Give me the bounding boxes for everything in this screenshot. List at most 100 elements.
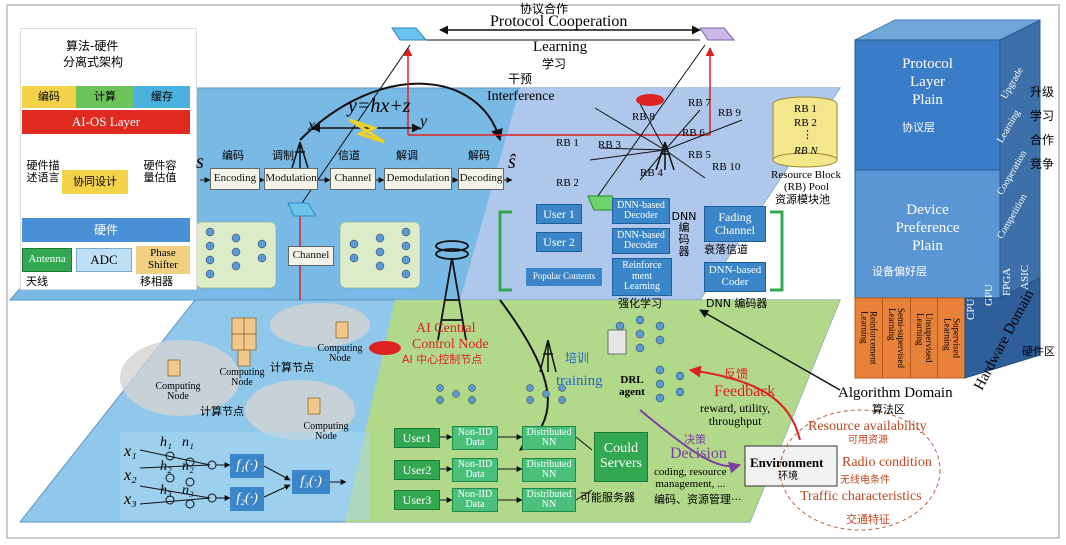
chain-cn-channel: 信道	[338, 149, 360, 162]
aios-layer: AI-OS Layer	[22, 110, 190, 134]
encoding-box: Encoding	[210, 168, 260, 190]
cloud-servers-cn: 可能服务器	[580, 491, 635, 504]
fl-links	[440, 434, 593, 503]
nn-channel-box: Channel	[288, 246, 334, 266]
pool-body	[773, 104, 837, 160]
protocol-layer-face	[854, 39, 1001, 171]
side-cn-cooperation: 合作	[1030, 133, 1055, 147]
phase-shifter-box: Phase Shifter	[136, 246, 190, 274]
dnn-user2: User 2	[536, 232, 582, 252]
algorithm-strips: Reinforcement Learning Semi-supervised L…	[855, 298, 965, 378]
math-graph	[139, 449, 347, 509]
rb-4: RB 4	[640, 167, 663, 179]
dnn-encoder-cn: DNN 编 码 器	[671, 209, 697, 258]
plane-icon-right	[699, 27, 736, 41]
decision-cn-detail: 编码、资源管理···	[654, 493, 742, 506]
computing-node-cn-2: 计算节点	[200, 405, 244, 418]
central-tower-icon	[435, 240, 469, 341]
bracket-left	[498, 210, 512, 292]
tower-icon-left	[291, 141, 309, 169]
hardware-domain-cn: 硬件区	[1022, 345, 1055, 358]
symbol-s-hat: ŝ	[508, 151, 516, 173]
interference-cn: 干预	[508, 72, 533, 86]
pool-label-cn: 资源模块池	[775, 193, 830, 206]
side-cn-upgrade: 升级	[1030, 85, 1055, 99]
fl-user3: User3	[394, 490, 440, 510]
rl-cn: 强化学习	[618, 297, 662, 310]
computing-node-2: Computing Node	[219, 366, 265, 388]
drl-agent: DRL agent	[619, 374, 645, 398]
protocol-title-en: Protocol Cooperation	[490, 13, 628, 30]
fl-noniid-2: Non-IID Data	[452, 458, 498, 482]
radio-condition-cn: 无线电条件	[840, 475, 890, 486]
pool-rb-dots: ⋮	[802, 129, 813, 141]
fl-dnn-1: Distributed NN	[522, 426, 576, 450]
rb-links	[589, 99, 743, 181]
resource-availability-cn: 可用资源	[848, 435, 888, 446]
device-layer-face	[854, 169, 1001, 299]
algo-sup: Supervised Learning	[942, 318, 962, 358]
side-cn-competition: 竞争	[1030, 157, 1055, 171]
curve-arrow-1	[299, 82, 503, 142]
chain-cn-mod: 调制	[272, 149, 294, 162]
antenna-box: Antenna	[22, 248, 72, 272]
algo-link	[699, 309, 841, 391]
fl-dnn-2: Distributed NN	[522, 458, 576, 482]
algo-semi: Semi-supervised Learning	[887, 308, 907, 368]
rb-3: RB 3	[598, 139, 621, 151]
central-node-en-1: AI Central	[416, 321, 476, 336]
nn-fl-2	[526, 384, 566, 404]
module-cache: 缓存	[134, 86, 190, 108]
decision-en: Decision	[670, 445, 727, 462]
decision-cn: 决策	[684, 433, 706, 446]
cluster-1	[120, 340, 240, 416]
decoding-box: Decoding	[458, 168, 504, 190]
algorithm-domain: Algorithm Domain	[838, 385, 953, 401]
rb-2: RB 2	[556, 177, 579, 189]
chain-cn-encode: 编码	[222, 149, 244, 162]
channel-equation: y=hx+z	[348, 95, 411, 117]
math-f3: f₃(·)	[292, 470, 330, 494]
chain-cn-demod: 解调	[396, 149, 418, 162]
resource-availability: Resource availability	[808, 419, 927, 434]
module-compute: 计算	[76, 86, 134, 108]
radio-condition: Radio condition	[842, 455, 932, 470]
traffic-characteristics-cn: 交通特征	[846, 513, 890, 526]
car-icon-rb	[636, 94, 664, 106]
pool-rb-1: RB 1	[794, 103, 817, 115]
protocol-layer-cn: 协议层	[902, 121, 935, 134]
decision-detail: coding, resource management, ...	[654, 466, 727, 491]
plane-icon-left	[391, 27, 428, 41]
math-h2: h₂	[160, 459, 172, 474]
phase-shifter-cn: 移相器	[140, 275, 173, 288]
dnn-decoder-1: DNN-based Decoder	[612, 198, 670, 224]
training-en: training	[556, 373, 603, 389]
cluster-3	[245, 380, 355, 440]
environment-cn: 环境	[778, 471, 798, 482]
environment-box	[744, 445, 838, 487]
feedback-cn: 反馈	[724, 367, 749, 381]
math-n1: n₁	[182, 435, 194, 450]
dnn-coder-box: DNN-based Coder	[704, 262, 766, 292]
fl-user1: User1	[394, 428, 440, 448]
training-cn: 培训	[565, 351, 590, 365]
learning-cn: 学习	[542, 57, 567, 71]
popular-contents: Popular Contents	[526, 268, 602, 286]
computing-node-1: Computing Node	[155, 380, 201, 402]
hw-gpu: GPU	[983, 283, 995, 306]
co-design: 协同设计	[62, 170, 128, 194]
math-h3: h₃	[160, 483, 172, 498]
math-f2: f₂(·)	[230, 487, 264, 511]
fading-channel-cn: 衰落信道	[704, 243, 748, 256]
math-x3: x₃	[124, 491, 137, 508]
side-cn-learning: 学习	[1030, 109, 1055, 123]
cloud-servers: Could Servers	[594, 432, 648, 482]
feedback-arrow	[688, 365, 801, 441]
hardware-face	[964, 277, 1041, 379]
pool-rb-2: RB 2	[794, 117, 817, 129]
protocol-title-cn: 协议合作	[520, 2, 569, 16]
adc-box: ADC	[76, 248, 132, 272]
fading-channel-box: Fading Channel	[704, 206, 766, 242]
channel-box: Channel	[330, 168, 376, 190]
rb-9: RB 9	[718, 107, 741, 119]
